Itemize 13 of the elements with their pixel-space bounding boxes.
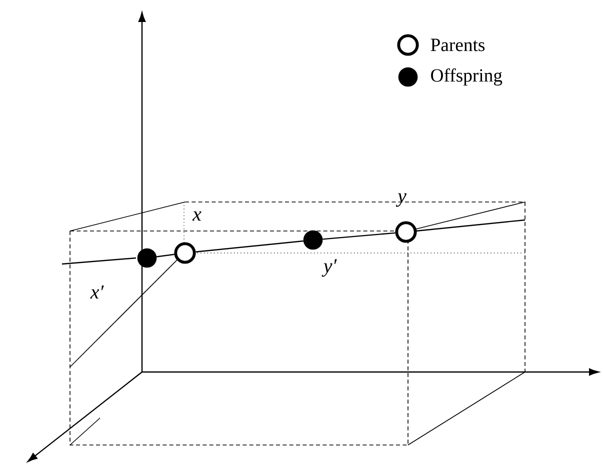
point-marker: [137, 248, 157, 268]
legend-label: Parents: [430, 38, 485, 52]
point-marker: [395, 221, 417, 243]
point-label: y: [396, 193, 406, 207]
point-label: x′: [90, 285, 104, 299]
point-label: x: [192, 211, 202, 221]
point-marker: [174, 242, 196, 264]
line: [196, 240, 304, 252]
point-label: y′: [322, 259, 337, 277]
line: [322, 232, 396, 240]
point-marker: [303, 230, 323, 250]
line: [156, 254, 174, 258]
legend-label: Offspring: [431, 68, 502, 86]
